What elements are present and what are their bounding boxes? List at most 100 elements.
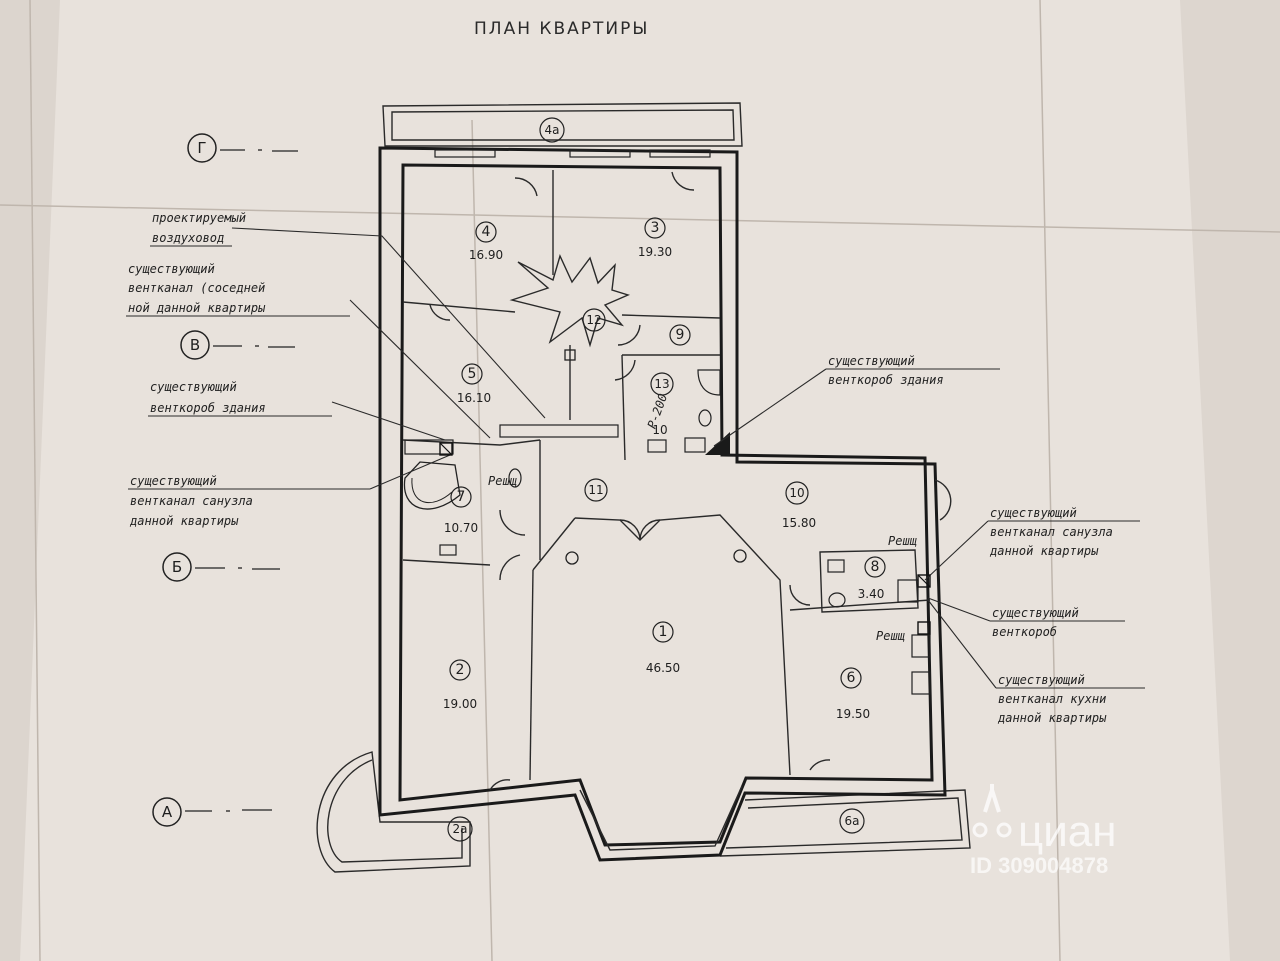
note-proj-duct-line2: воздуховод [152, 231, 224, 245]
paper-shadow-right [1180, 0, 1280, 961]
balcony-2a-inner [327, 759, 463, 863]
wall-r4-r5 [402, 301, 516, 313]
note-bath-left-line1: существующий [130, 474, 217, 488]
paper-fold-vertical-2 [1039, 0, 1061, 961]
room-6-area: 19.50 [836, 707, 870, 721]
note-exist-box-right: существующий венткороб [927, 597, 1125, 639]
door-r9 [617, 324, 641, 346]
room-9-number: 9 [676, 327, 685, 343]
door-r8 [789, 584, 811, 606]
wall-r7-r2 [402, 559, 491, 566]
axis-label-a: А [162, 803, 173, 821]
axis-label-b: Б [172, 558, 182, 576]
note-box-right-line2: венткороб [992, 625, 1057, 639]
room-5-number: 5 [468, 366, 477, 382]
toilet-r7 [508, 468, 522, 488]
room-8-area: 3.40 [858, 587, 885, 601]
paper-fold-horizontal [0, 204, 1280, 233]
room-12-number: 12 [586, 313, 601, 327]
note-box-right-line1: существующий [992, 606, 1079, 620]
windows-top [434, 149, 711, 158]
room-2-number: 2 [456, 662, 465, 678]
note-vent-neighbor-line2: вентканал (соседней [128, 281, 265, 295]
note-exist-box-top: существующий венткороб здания [713, 354, 1000, 447]
room-11-label: 11 [584, 478, 608, 502]
balcony-2a-outline [316, 751, 471, 873]
room-1-area: 46.50 [646, 661, 680, 675]
outer-wall [378, 146, 947, 862]
room-5-area: 16.10 [457, 391, 491, 405]
room-10-area: 15.80 [782, 516, 816, 530]
note-exist-box-left: существующий венткороб здания [148, 380, 446, 441]
room-2a-number: 2а [453, 822, 468, 836]
paper-fold-vertical-1 [471, 119, 493, 961]
room-9-label: 9 [669, 324, 691, 346]
door-r7 [499, 509, 526, 536]
note-bath-left-line3: данной квартиры [129, 514, 239, 528]
bathtub [403, 461, 461, 510]
hall-12-star [509, 254, 631, 348]
room-2-label: 2 19.00 [443, 659, 477, 711]
room-4a-label: 4а [539, 117, 565, 143]
room-1-number: 1 [659, 624, 668, 640]
door-r2-balcony [489, 779, 511, 791]
cian-brand-text: циан [1018, 807, 1117, 856]
note-proj-duct: проектируемый воздуховод [150, 211, 546, 419]
note-box-left-line2: венткороб здания [150, 401, 266, 415]
door-entrance [934, 479, 952, 521]
sink-r7 [439, 544, 457, 556]
note-vent-neighbor-line3: ной данной квартиры [128, 301, 266, 315]
axis-label-v: В [190, 336, 200, 354]
room-10-number: 10 [789, 486, 804, 500]
room-8-box [819, 549, 919, 613]
bay-window [579, 785, 743, 851]
note-bath-right-line3: данной квартиры [989, 544, 1099, 558]
note-bath-right-line2: вентканал санузла [990, 525, 1113, 539]
wall-r13-left [621, 354, 626, 461]
note-vent-neighbor-line1: существующий [128, 262, 215, 276]
note-box-left-line1: существующий [150, 380, 237, 394]
balcony-4a-inner [391, 109, 735, 141]
door-r6-balcony [809, 759, 831, 771]
room-6a-number: 6а [845, 814, 860, 828]
room-7-area: 10.70 [444, 521, 478, 535]
note-reshetka-2: Решщ [888, 534, 918, 548]
axis-marker-a: А [152, 797, 272, 827]
note-kitchen-line2: вентканал кухни [998, 692, 1106, 706]
room-10-label: 10 15.80 [782, 481, 816, 530]
kitchen-r6 [911, 634, 931, 695]
room-11-number: 11 [588, 483, 603, 497]
room-3-number: 3 [651, 220, 660, 236]
vent-boxes [439, 442, 931, 635]
room-3-label: 3 19.30 [638, 217, 672, 259]
axis-marker-g: Г [187, 133, 298, 163]
axis-marker-b: Б [162, 552, 280, 582]
room-2a-label: 2а [447, 816, 473, 842]
note-box-top-line1: существующий [828, 354, 915, 368]
cian-logo-icon [972, 783, 1012, 838]
sink-counter-r5 [404, 424, 619, 455]
wall-r5-r7 [402, 439, 541, 446]
room-6-number: 6 [847, 670, 856, 686]
axis-label-g: Г [197, 139, 206, 157]
cian-listing-id: ID 309004878 [970, 853, 1108, 878]
room-13-number: 13 [654, 377, 669, 391]
axis-marker-v: В [180, 330, 295, 360]
room-1-label: 1 46.50 [646, 621, 680, 675]
room-3-area: 19.30 [638, 245, 672, 259]
note-kitchen-line1: существующий [998, 673, 1085, 687]
note-exist-vent-kitchen: существующий вентканал кухни данной квар… [927, 599, 1145, 725]
paper-shadow-left [0, 0, 60, 961]
room-12-label: 12 [582, 308, 606, 332]
plan-title: ПЛАН КВАРТИРЫ [474, 19, 649, 39]
balcony-6a-inner [725, 797, 963, 849]
room-2-area: 19.00 [443, 697, 477, 711]
note-bath-left-line2: вентканал санузла [130, 494, 253, 508]
room-4-number: 4 [482, 224, 491, 240]
room-13-area: 10 [652, 423, 667, 437]
note-box-top-line2: венткороб здания [828, 373, 944, 387]
room-13-label: 13 10 [650, 372, 674, 437]
